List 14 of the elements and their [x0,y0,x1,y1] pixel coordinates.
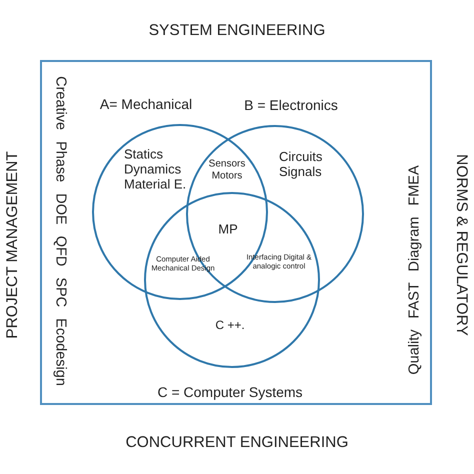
circle-text: C ++. [215,319,245,333]
circle-title: C = Computer Systems [157,384,303,400]
circle-text: Circuits Signals [279,150,324,180]
diagram-frame [40,60,432,405]
overlap-label: Sensors Motors [208,158,246,182]
section-heading: PROJECT MANAGEMENT [4,151,22,339]
circle-title: A= Mechanical [100,96,192,112]
side-text: Creative Phase DOE QFD SPC Ecodesign [52,76,68,386]
section-heading: SYSTEM ENGINEERING [148,22,326,40]
side-text: Quality FAST Diagram FMEA [406,165,424,375]
overlap-label: MP [218,222,238,238]
section-heading: CONCURRENT ENGINEERING [126,434,348,452]
circle-title: B = Electronics [244,96,338,114]
section-heading: NORMS & REGULATORY [452,154,470,336]
